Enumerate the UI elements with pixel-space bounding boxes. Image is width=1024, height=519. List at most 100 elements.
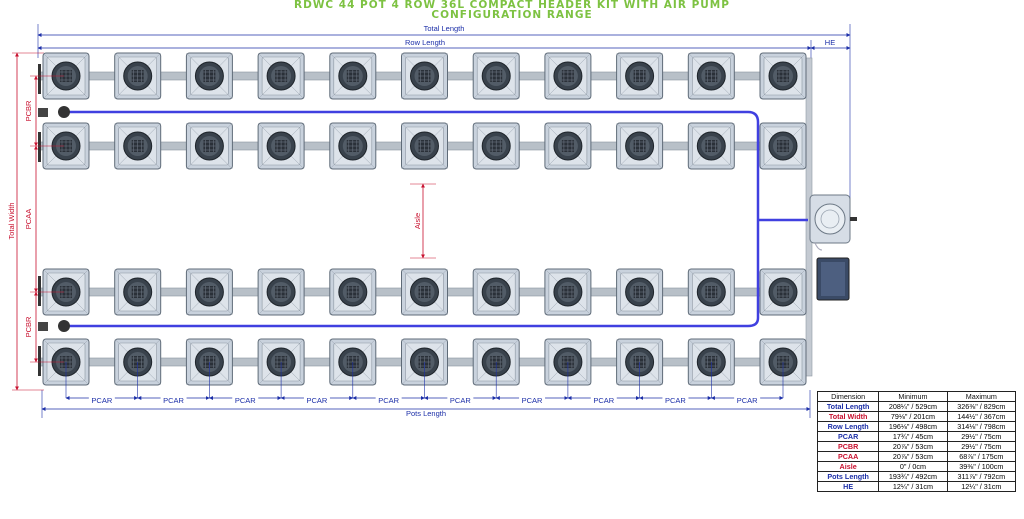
pot[interactable] xyxy=(185,338,233,398)
dim-pcar-label: PCAR xyxy=(378,396,399,405)
pot[interactable] xyxy=(616,338,664,398)
pot[interactable] xyxy=(687,268,735,316)
pot[interactable] xyxy=(401,52,448,100)
pot[interactable] xyxy=(185,268,233,316)
dim-pcar: PCAR xyxy=(639,395,712,405)
dim-pcar: PCAR xyxy=(280,395,354,405)
pot[interactable] xyxy=(257,268,305,316)
pot[interactable] xyxy=(114,52,162,100)
dim-pcar-label: PCAR xyxy=(235,396,256,405)
dim-total-width-label: Total Width xyxy=(7,202,16,239)
pot[interactable] xyxy=(185,52,233,100)
pot[interactable] xyxy=(687,338,735,398)
pot[interactable] xyxy=(42,338,90,398)
dim-aisle-label: Aisle xyxy=(413,213,422,229)
row-pipes xyxy=(39,71,809,367)
table-cell-min: 20⅞" / 53cm xyxy=(878,451,948,462)
pot[interactable] xyxy=(329,122,377,170)
pot[interactable] xyxy=(472,268,520,316)
dim-pcbr-bottom-label: PCBR xyxy=(24,316,33,337)
table-cell-name: HE xyxy=(816,481,880,492)
pot[interactable] xyxy=(329,52,377,100)
dim-aisle: Aisle xyxy=(410,183,436,259)
dim-pcar: PCAR xyxy=(352,395,425,405)
air-lines xyxy=(60,110,808,328)
dim-pcar: PCAR xyxy=(137,395,210,405)
table-cell-min: 12¼" / 31cm xyxy=(878,481,948,492)
table-cell-max: 144½" / 367cm xyxy=(946,411,1017,422)
table-cell-max: 29½" / 75cm xyxy=(946,441,1017,452)
pot[interactable] xyxy=(544,338,592,398)
pot[interactable] xyxy=(616,52,664,100)
dim-total-width: Total Width xyxy=(7,52,19,391)
extension-lines xyxy=(37,24,851,418)
pot[interactable] xyxy=(257,338,305,398)
row-end-fittings xyxy=(38,64,70,376)
pot[interactable] xyxy=(687,122,735,170)
pot[interactable] xyxy=(759,122,807,170)
pot[interactable] xyxy=(401,122,448,170)
table-cell-min: 0" / 0cm xyxy=(878,461,948,472)
pot[interactable] xyxy=(687,52,735,100)
title-line-1: RDWC 44 POT 4 ROW 36L COMPACT HEADER KIT… xyxy=(294,0,730,11)
dim-he: HE xyxy=(810,38,851,50)
dim-pcar-label: PCAR xyxy=(665,396,686,405)
air-pump[interactable] xyxy=(816,257,850,301)
valve-row-4[interactable] xyxy=(58,320,70,332)
pot[interactable] xyxy=(472,122,520,170)
pot[interactable] xyxy=(114,268,162,316)
pot[interactable] xyxy=(616,122,664,170)
table-cell-name: PCAR xyxy=(816,431,880,442)
header-maximum: Maximum xyxy=(946,391,1017,402)
dim-pcar: PCAR xyxy=(424,395,497,405)
pot[interactable] xyxy=(472,338,520,398)
dim-he-label: HE xyxy=(825,38,835,47)
dim-pcar-label: PCAR xyxy=(593,396,614,405)
pot[interactable] xyxy=(472,52,520,100)
pot[interactable] xyxy=(401,338,448,398)
end-cap-row-4 xyxy=(38,346,41,376)
pot[interactable] xyxy=(759,52,807,100)
end-cap-row-1 xyxy=(38,64,41,94)
dim-pcar: PCAR xyxy=(65,395,139,405)
pot[interactable] xyxy=(401,268,448,316)
header-dimension: Dimension xyxy=(816,391,880,402)
dim-pcar: PCAR xyxy=(495,395,569,405)
pot[interactable] xyxy=(544,122,592,170)
valve-row-1[interactable] xyxy=(58,106,70,118)
pot[interactable] xyxy=(544,268,592,316)
end-cap-row-3 xyxy=(38,276,41,306)
table-cell-max: 311⅞" / 792cm xyxy=(946,471,1017,482)
dim-row-length-label: Row Length xyxy=(405,38,445,47)
pot[interactable] xyxy=(759,268,807,316)
header-tank[interactable] xyxy=(809,194,857,251)
pot[interactable] xyxy=(257,122,305,170)
dim-pcbr-bottom: PCBR xyxy=(24,291,64,363)
pot[interactable] xyxy=(114,122,162,170)
pot[interactable] xyxy=(759,338,807,398)
table-cell-name: Total Width xyxy=(816,411,880,422)
table-cell-max: 326⅜" / 829cm xyxy=(946,401,1017,412)
dim-pcbr-top-label: PCBR xyxy=(24,100,33,121)
dim-pcar-label: PCAR xyxy=(450,396,471,405)
pot[interactable] xyxy=(544,52,592,100)
table-cell-name: PCAA xyxy=(816,451,880,462)
table-cell-max: 12¼" / 31cm xyxy=(946,481,1017,492)
pot[interactable] xyxy=(616,268,664,316)
pot[interactable] xyxy=(329,338,377,398)
inlet-fitting-row-1[interactable] xyxy=(38,108,48,117)
pot[interactable] xyxy=(257,52,305,100)
table-cell-max: 314⅛" / 798cm xyxy=(946,421,1017,432)
pot[interactable] xyxy=(185,122,233,170)
pot[interactable] xyxy=(114,338,162,398)
inlet-fitting-row-4[interactable] xyxy=(38,322,48,331)
pot[interactable] xyxy=(42,122,90,170)
table-cell-max: 68⅞" / 175cm xyxy=(946,451,1017,462)
dim-pots-length: Pots Length xyxy=(41,407,811,418)
pot[interactable] xyxy=(329,268,377,316)
